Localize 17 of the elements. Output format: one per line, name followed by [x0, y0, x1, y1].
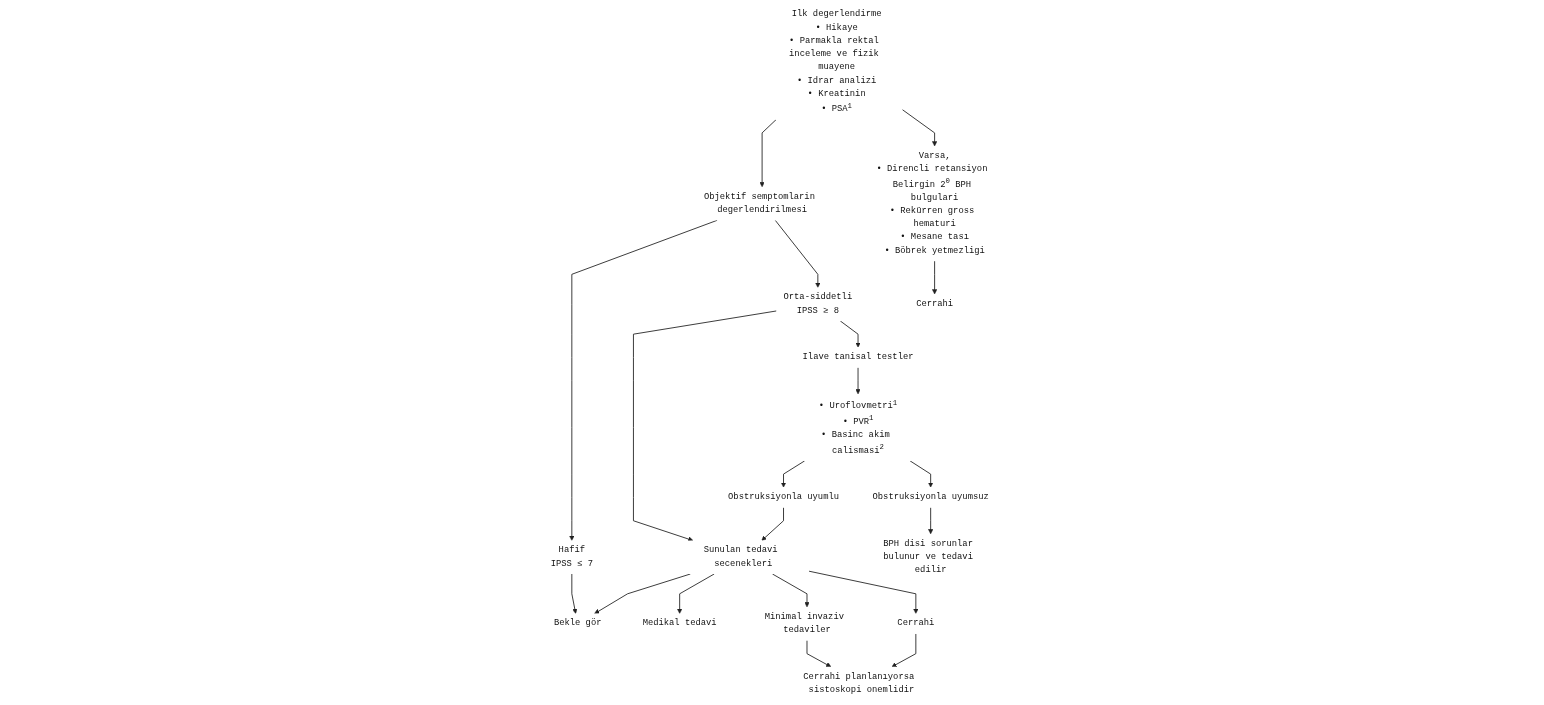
- node-text: Bekle gör: [553, 618, 602, 629]
- node-text: • Uroflovmetri$^{1}$ • PVR$^{1}$ • Basinc akim calismasi$^{2}$: [818, 398, 898, 456]
- node-text: Obstruksiyonla uyumsuz: [872, 492, 989, 502]
- node-text: Obstruksiyonla uyumlu: [728, 492, 839, 502]
- node-text: Orta-siddetli IPSS ≥ 8: [783, 292, 853, 316]
- node-text: Cerrahi planlanıyorsa sistoskopi onemlidir: [803, 671, 915, 695]
- node-text: BPH disi sorunlar bulunur ve tedavi edilir: [883, 538, 973, 576]
- node-text: Minimal invaziv tedaviler: [764, 611, 844, 635]
- node-text: Hafif IPSS ≤ 7: [550, 545, 593, 569]
- node-text: Sunulan tedavi secenekleri: [703, 545, 778, 569]
- node-text: Ilave tanisal testler: [802, 352, 914, 363]
- node-text: Medikal tedavi: [642, 618, 717, 629]
- node-text: Varsa, • Direncli retansiyon Belirgin 2$^{0}$ BPH bulgulari • Rekürren gross hematuri • Mesane tası • Böbrek yetmezligi: [876, 150, 988, 256]
- node-text: Objektif semptomlarin degerlendirilmesi: [703, 191, 815, 215]
- node-text: Cerrahi: [916, 298, 954, 309]
- node-text: Cerrahi: [897, 618, 935, 629]
- node-text: Ilk degerlendirme • Hikaye • Parmakla rektal inceleme ve fizik muayene • Idrar analizi • Kreatinin • PSA$^{1}$: [789, 9, 882, 115]
